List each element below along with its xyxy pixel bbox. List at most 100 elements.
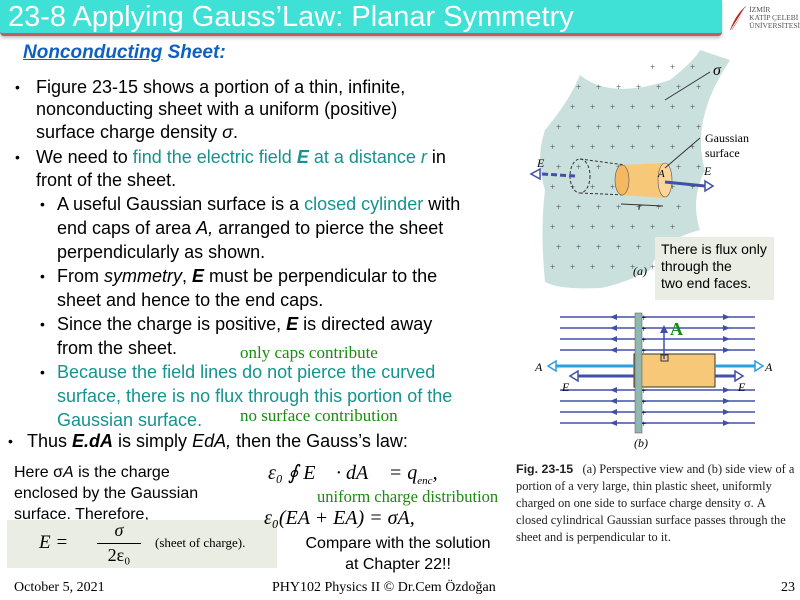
area-label: A (657, 168, 665, 180)
plus-charge-icon: + (670, 182, 675, 192)
bullet-text-line: From symmetry, E must be perpendicular t… (57, 265, 437, 287)
bullet-text-line: end caps of area A, arranged to pierce t… (57, 217, 443, 239)
plus-charge-icon: + (696, 162, 701, 172)
text-segment: nonconducting sheet with a uniform (posi… (36, 99, 398, 119)
field-arrow-icon (723, 409, 730, 415)
a-label-left: A (534, 360, 543, 374)
text-segment: is directed away (298, 314, 433, 334)
text-segment: E (296, 147, 309, 167)
comma: , (432, 462, 438, 484)
text-segment: at a distance (308, 147, 421, 167)
field-arrow-icon (610, 398, 617, 404)
plus-charge-icon: + (576, 122, 581, 132)
surface-label: surface (705, 146, 740, 160)
plus-charge-icon: + (596, 122, 601, 132)
bullet-icon: • (40, 196, 45, 212)
plus-charge-icon: + (676, 162, 681, 172)
text-segment: Thus (27, 431, 73, 451)
plus-charge-icon: + (570, 262, 575, 272)
plus-charge-icon: + (556, 242, 561, 252)
text-segment: must be perpendicular to the (204, 266, 438, 286)
explanation-text: Here σA is the charge enclosed by the Ga… (14, 462, 198, 525)
text-segment: Figure 23-15 shows a portion of a thin, … (36, 77, 406, 97)
bullet-icon: • (8, 433, 13, 449)
plus-charge-icon: + (690, 102, 695, 112)
plus-charge-icon: + (610, 142, 615, 152)
text-segment: E (192, 266, 205, 286)
plus-charge-icon: + (550, 262, 555, 272)
plus-charge-icon: + (656, 82, 661, 92)
plus-charge-icon: + (630, 142, 635, 152)
plus-charge-icon: + (616, 202, 621, 212)
subheading-underlined: Nonconducting (23, 42, 163, 63)
text-segment: σ (222, 122, 233, 142)
slide-number: 23 (781, 580, 795, 595)
gauss-law: ε₀ ∮ E⃗ · dA⃗ = q (268, 462, 418, 484)
text-segment: E.dA (72, 431, 114, 451)
plus-charge-icon: + (630, 222, 635, 232)
figure-b-label: (b) (634, 436, 648, 450)
plus-charge-icon: + (690, 142, 695, 152)
field-arrow-icon (723, 336, 730, 342)
plus-charge-icon: + (641, 324, 646, 334)
result-lhs: E = (39, 532, 69, 553)
plus-charge-icon: + (630, 262, 635, 272)
plus-charge-icon: + (650, 142, 655, 152)
plus-charge-icon: + (590, 182, 595, 192)
gauss-law-equation: ε₀ ∮ E⃗ · dA⃗ = qenc, (268, 460, 438, 487)
caption-text: (a) Perspective view and (b) side view o… (516, 462, 795, 544)
logo-line: İZMİR (749, 5, 771, 14)
flux-note: There is flux only through the two end f… (655, 237, 774, 300)
plus-charge-icon: + (696, 82, 701, 92)
logo-line: KATİP ÇELEBİ (749, 13, 799, 22)
bullet-icon: • (40, 364, 45, 380)
field-arrow-icon (723, 314, 730, 320)
bullet-text-line: Gaussian surface. (57, 409, 202, 431)
plus-charge-icon: + (641, 335, 646, 345)
text-segment: We need to (36, 147, 133, 167)
plus-charge-icon: + (550, 142, 555, 152)
text-segment: E (286, 314, 299, 334)
plus-charge-icon: + (576, 82, 581, 92)
field-arrow-icon (723, 420, 730, 426)
plus-charge-icon: + (570, 222, 575, 232)
compare-line: Compare with the solution (305, 535, 491, 552)
plus-charge-icon: + (636, 202, 641, 212)
text-segment: Since the charge is positive, (57, 314, 287, 334)
note-uniform: uniform charge distribution (317, 487, 499, 506)
bullet-icon: • (15, 79, 20, 95)
plus-charge-icon: + (676, 202, 681, 212)
plus-charge-icon: + (641, 419, 646, 429)
plus-charge-icon: + (616, 242, 621, 252)
e-label-left: E (536, 156, 545, 170)
plus-charge-icon: + (556, 202, 561, 212)
r-dimension (620, 203, 664, 207)
plus-charge-icon: + (550, 182, 555, 192)
text-segment: Gaussian surface. (57, 410, 203, 430)
sigma-leader (664, 71, 711, 101)
e-arrow-left (568, 369, 579, 383)
plus-charge-icon: + (656, 122, 661, 132)
text-segment: surface charge density (36, 122, 223, 142)
gaussian-cylinder (622, 163, 665, 198)
sigma-label: σ (713, 62, 722, 79)
bullet-text-line: nonconducting sheet with a uniform (posi… (36, 98, 397, 120)
text-segment: EdA, (192, 431, 232, 451)
plus-charge-icon: + (616, 82, 621, 92)
field-arrow-icon (610, 409, 617, 415)
text-segment: Because the field lines do not pierce th… (57, 362, 436, 382)
e-label-right: E (703, 164, 712, 178)
bullet-text-line: front of the sheet. (36, 169, 176, 191)
logo-line: ÜNİVERSİTESİ (749, 21, 800, 30)
text-segment: with (423, 194, 461, 214)
bullet-text-line: We need to find the electric field E at … (36, 146, 446, 168)
field-arrow-icon (723, 325, 730, 331)
text: is the charge (73, 464, 170, 481)
flux-note-line: through the (661, 258, 732, 274)
text-segment: . (232, 122, 238, 142)
plus-charge-icon: + (690, 62, 695, 72)
plus-charge-icon: + (590, 222, 595, 232)
plus-charge-icon: + (636, 242, 641, 252)
bullet-icon: • (15, 149, 20, 165)
text-segment: symmetry (104, 266, 182, 286)
